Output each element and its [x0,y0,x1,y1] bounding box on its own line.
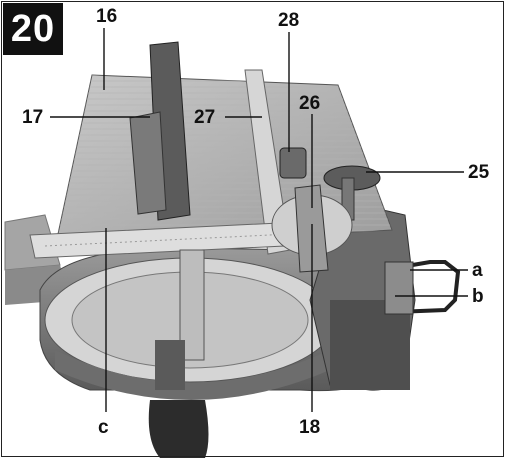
clamp-block [384,261,414,315]
figure-number: 20 [3,3,63,55]
callout-28: 28 [278,10,300,31]
callout-b: b [472,286,484,307]
callout-27: 27 [194,107,216,128]
callout-18: 18 [299,417,321,438]
knob-28 [279,147,307,179]
callout-17: 17 [22,107,44,128]
callout-c: c [98,417,109,438]
callout-25: 25 [468,162,490,183]
blade-guard-side [129,111,167,215]
leader-lines [50,28,468,412]
mitre-gauge-lock [155,340,185,390]
bottom-handle [148,400,209,458]
motor-housing [330,300,410,390]
callout-26: 26 [299,93,321,114]
callout-16: 16 [96,6,118,27]
callout-a: a [472,260,483,281]
wire-handle [394,260,461,314]
turntable-rim [55,350,330,400]
